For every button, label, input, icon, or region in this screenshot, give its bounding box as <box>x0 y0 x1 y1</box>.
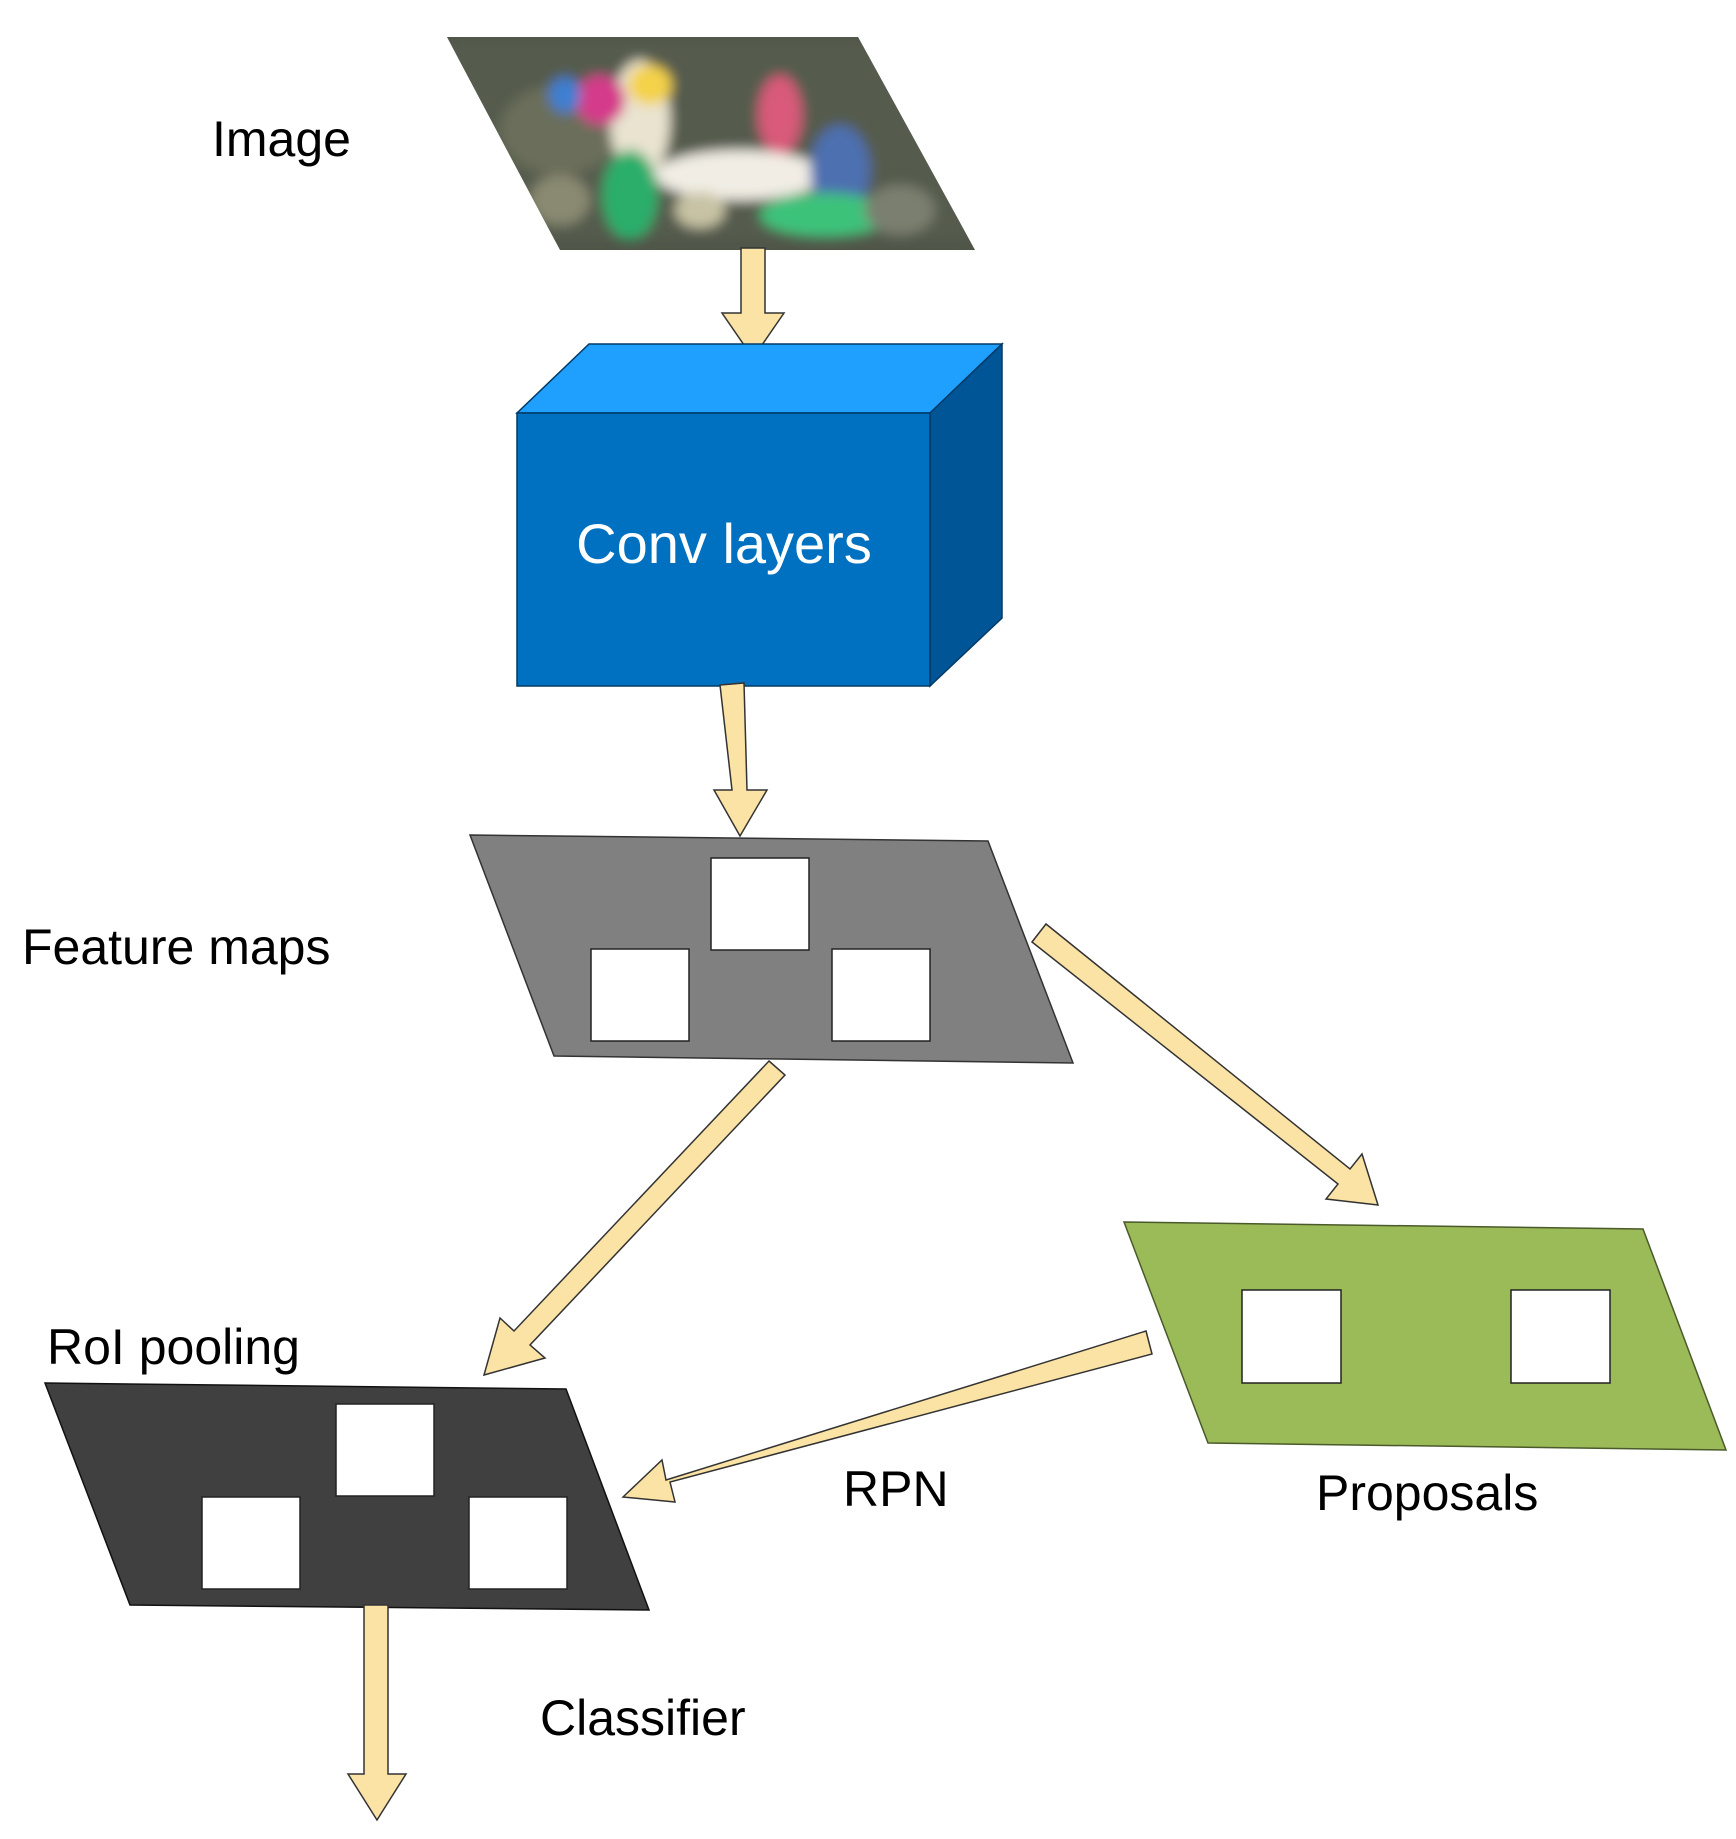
image-label: Image <box>212 111 351 167</box>
proposal-region <box>1241 1289 1342 1384</box>
conv-block-front-face <box>516 412 931 687</box>
arrow-image-to-conv <box>720 247 786 360</box>
arrow-feature-maps-to-roi-pooling <box>482 1059 787 1377</box>
roi-region <box>201 1496 301 1590</box>
arrow-feature-maps-to-proposals <box>1030 922 1380 1206</box>
feature-map-region <box>710 857 810 951</box>
roi-pooling-block <box>43 1382 651 1611</box>
roi-region <box>468 1496 568 1590</box>
conv-block-top-face <box>515 343 1004 414</box>
classifier-label: Classifier <box>540 1690 746 1746</box>
conv-layers-block: Conv layers <box>515 342 1004 688</box>
proposal-region <box>1510 1289 1611 1384</box>
rpn-label: RPN <box>843 1461 949 1517</box>
roi-region <box>335 1403 435 1497</box>
proposals-label: Proposals <box>1316 1465 1538 1521</box>
feature-maps-label: Feature maps <box>22 919 330 975</box>
proposals-block <box>1122 1221 1728 1451</box>
feature-map-region <box>590 948 690 1042</box>
arrow-conv-to-feature-maps <box>712 682 769 838</box>
proposals-plane <box>1122 1221 1728 1451</box>
arrow-proposals-to-roi-pooling <box>621 1330 1153 1503</box>
arrow-roi-pooling-to-classifier <box>346 1604 408 1822</box>
feature-map-region <box>831 948 931 1042</box>
input-image-thumbnail <box>447 37 975 250</box>
feature-maps-block <box>468 834 1075 1064</box>
roi-pooling-label: RoI pooling <box>47 1319 300 1375</box>
conv-layers-label: Conv layers <box>576 512 872 575</box>
